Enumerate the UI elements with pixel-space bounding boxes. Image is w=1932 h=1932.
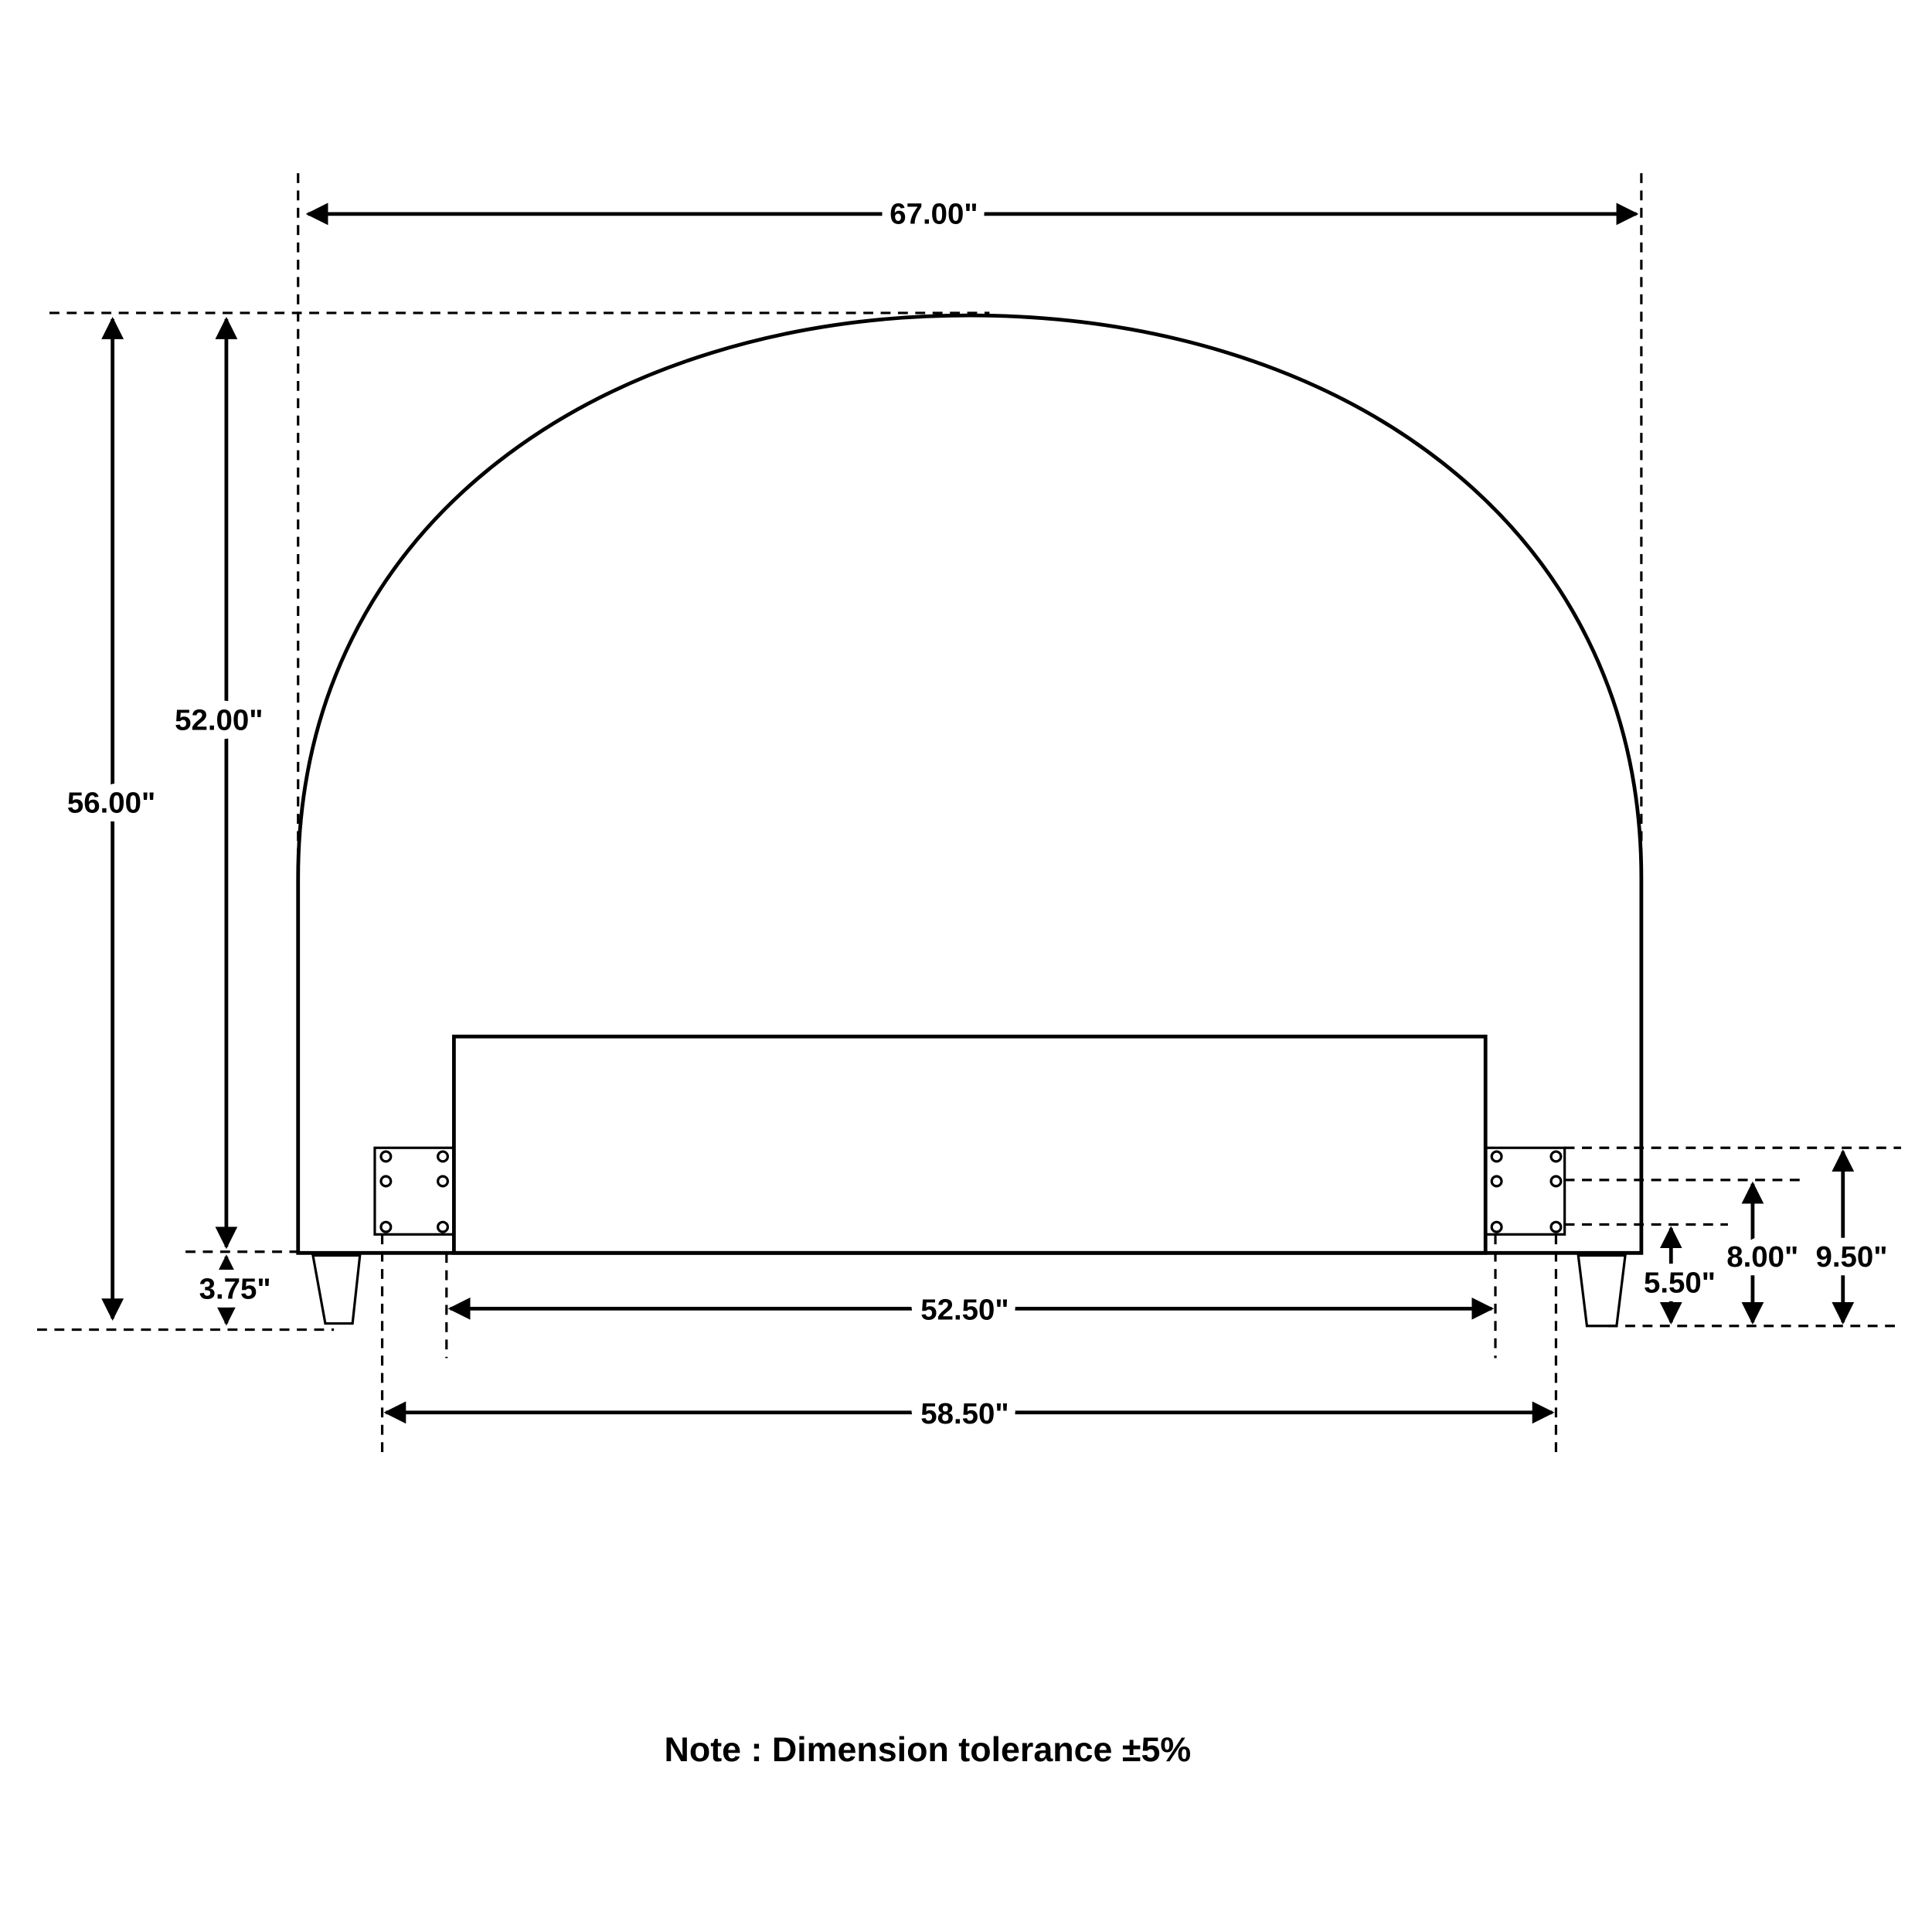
bracket-low-label: 5.50" — [1644, 1267, 1716, 1300]
dimension-arrows — [101, 202, 1855, 1424]
leg-height-label: 3.75" — [199, 1273, 271, 1306]
tolerance-note: Note : Dimension tolerance ±5% — [665, 1730, 1192, 1769]
bracket-high-label: 9.50" — [1815, 1240, 1887, 1274]
overall-width-label: 67.00" — [889, 198, 978, 231]
headboard-outline — [296, 313, 1644, 1328]
bracket-mid-label: 8.00" — [1726, 1240, 1798, 1274]
bolt-holes — [379, 1150, 1563, 1233]
left-bracket — [373, 1146, 455, 1236]
extension-lines — [37, 173, 1901, 1460]
bracket-width-label: 58.50" — [920, 1397, 1009, 1430]
inner-width-label: 52.50" — [920, 1294, 1009, 1327]
headboard-height-label: 52.00" — [175, 703, 263, 736]
right-bracket — [1484, 1146, 1566, 1236]
right-leg — [1577, 1253, 1627, 1328]
overall-height-label: 56.00" — [67, 787, 155, 820]
bed-frame-panel — [451, 1034, 1488, 1255]
left-leg — [311, 1253, 362, 1325]
